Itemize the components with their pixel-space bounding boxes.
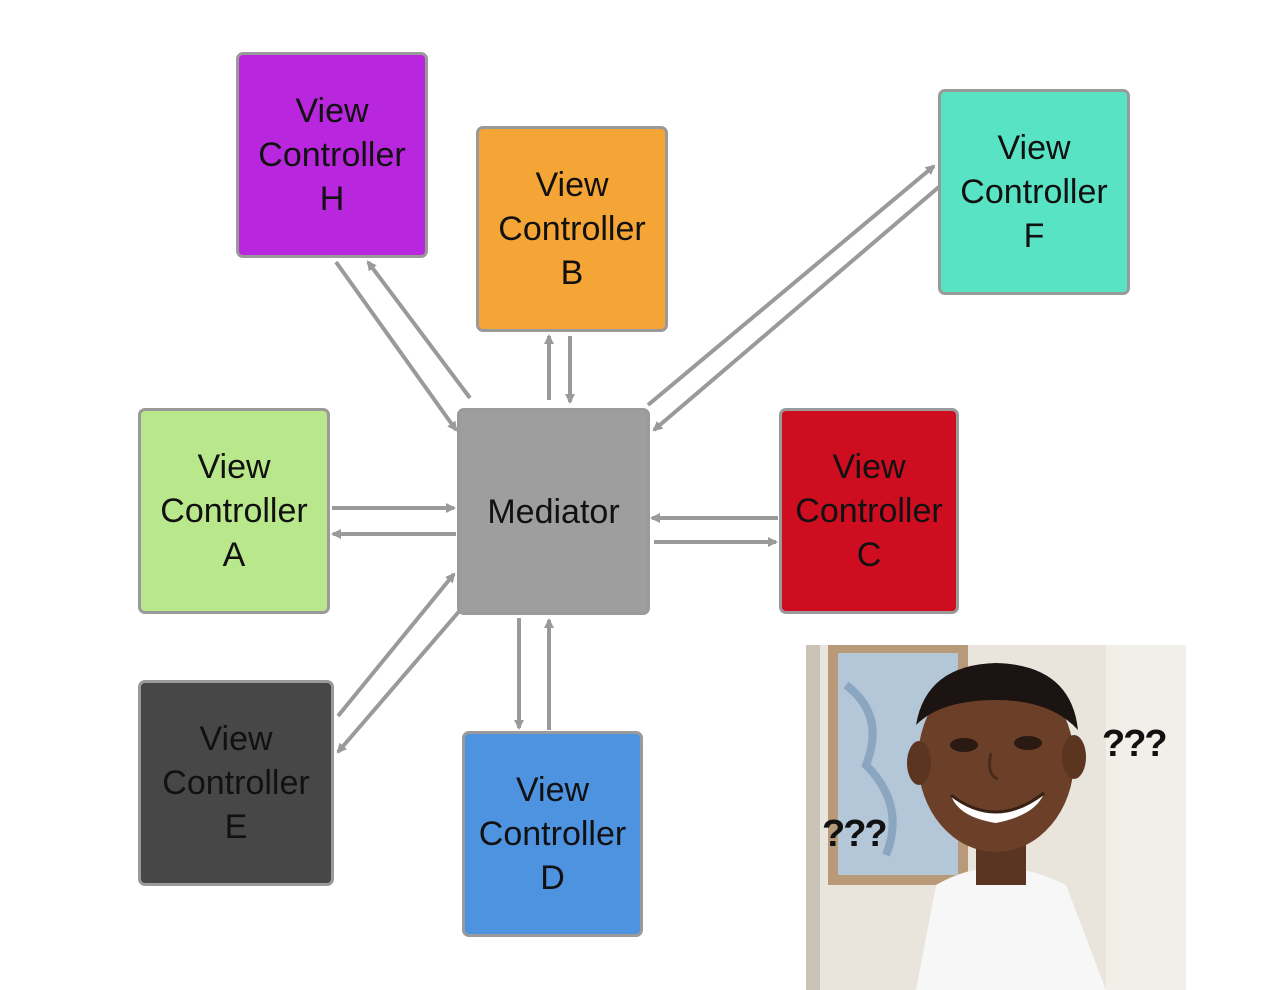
arrow-h-to-mediator: [334, 260, 458, 432]
node-line-3: F: [1023, 217, 1045, 255]
confused-man-icon: [806, 645, 1186, 990]
view-controller-a-box: View Controller A: [138, 408, 330, 614]
view-controller-d-box: View Controller D: [462, 731, 643, 937]
question-marks-right: ???: [1102, 723, 1168, 765]
node-line-1: View: [832, 448, 906, 486]
view-controller-e-box: View Controller E: [138, 680, 334, 886]
view-controller-c-box: View Controller C: [779, 408, 959, 614]
mediator-box: Mediator: [457, 408, 650, 615]
node-line-2: Controller: [258, 136, 406, 174]
node-line-1: View: [997, 129, 1071, 167]
question-marks-left: ???: [822, 813, 888, 855]
node-line-3: D: [540, 859, 565, 897]
arrow-f-to-mediator: [652, 184, 942, 432]
node-line-1: View: [197, 448, 271, 486]
node-line-2: Controller: [960, 173, 1108, 211]
node-line-3: E: [224, 808, 248, 846]
arrow-mediator-to-e: [336, 606, 464, 754]
node-line-1: View: [515, 771, 590, 809]
node-line-2: Controller: [498, 210, 646, 248]
view-controller-f-box: View Controller F: [938, 89, 1130, 295]
node-line-1: View: [199, 720, 273, 758]
mediator-label: Mediator: [487, 492, 620, 531]
node-line-2: Controller: [160, 492, 308, 530]
node-line-1: View: [295, 92, 369, 130]
node-line-3: C: [856, 536, 882, 574]
node-line-2: Controller: [478, 815, 627, 853]
arrow-mediator-to-f: [646, 164, 936, 407]
confused-man-photo: ??? ???: [806, 645, 1186, 990]
node-line-1: View: [535, 166, 609, 204]
arrow-mediator-to-h: [366, 260, 472, 400]
node-line-3: H: [319, 180, 345, 218]
node-line-3: A: [222, 536, 246, 574]
node-line-2: Controller: [795, 492, 943, 530]
view-controller-b-box: View Controller B: [476, 126, 668, 332]
view-controller-h-box: View Controller H: [236, 52, 428, 258]
arrow-e-to-mediator: [336, 572, 456, 718]
node-line-2: Controller: [162, 764, 310, 802]
node-line-3: B: [560, 254, 584, 292]
